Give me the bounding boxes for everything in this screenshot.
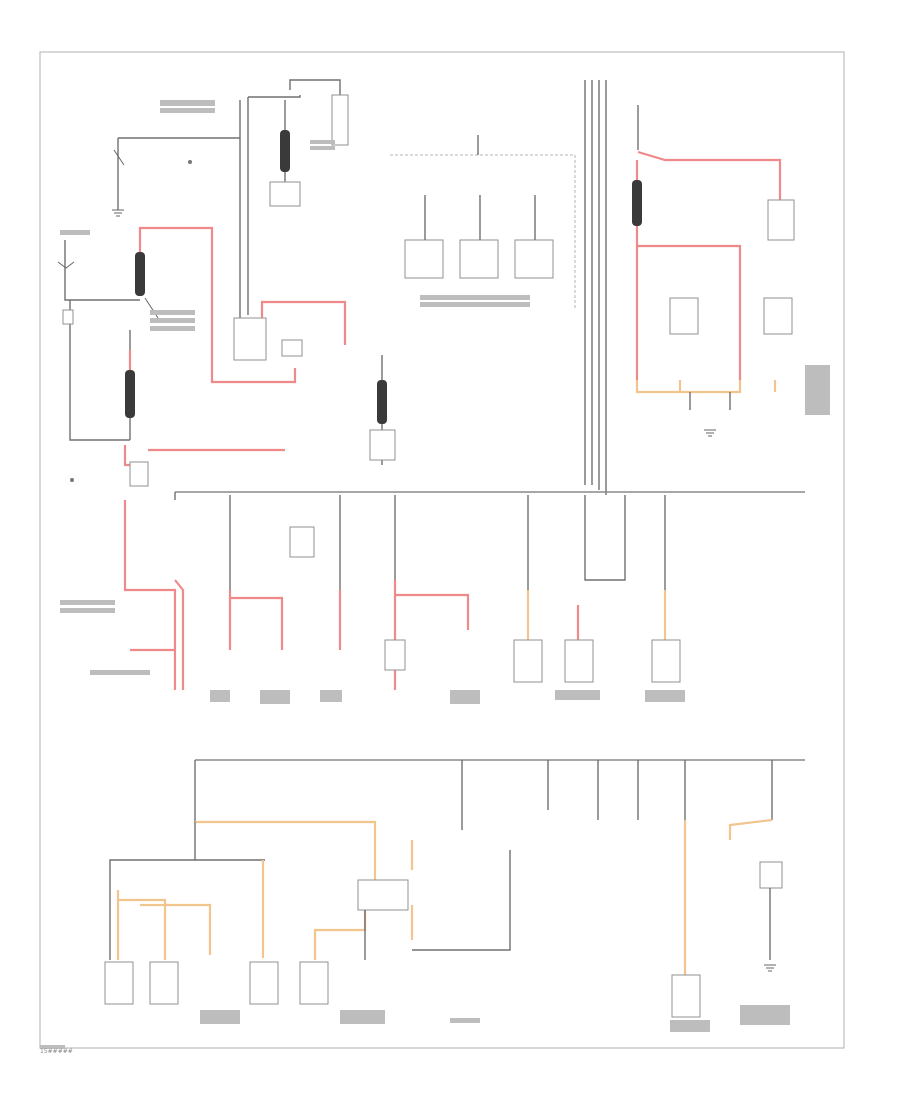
component-box [651,639,681,683]
wire [64,240,140,301]
orange-wire [728,818,773,840]
label-marks [40,100,830,1049]
fuse-holder [62,309,74,325]
relay-box-1 [404,239,444,279]
relay-box [669,297,699,335]
ground-symbol [764,964,776,972]
module-box [384,639,406,671]
fusible-link [125,370,135,418]
orange-wire [635,380,742,394]
wire [412,850,511,951]
wire [109,822,196,960]
relay-box-2 [459,239,499,279]
left-fuse-block [57,226,297,482]
component-box [149,961,179,1005]
orange-wire [195,820,377,890]
fuse-box [281,339,303,357]
red-wire [174,579,185,690]
lower-branches [104,760,783,1018]
underhood-fuse-section [390,135,576,310]
battery-starter-section [112,79,349,320]
ground-symbol [704,429,716,437]
fusible-link [135,252,145,296]
diode-symbol [57,261,75,269]
component-box [289,526,315,558]
middle-branches [123,445,681,690]
red-wire [637,244,742,380]
splice-dot [70,478,74,482]
top-right-section [632,105,795,437]
relay-component [369,429,396,461]
dashed-enclosure [390,154,576,310]
red-wire [393,580,470,690]
ground-symbol [112,209,124,217]
component-box [671,974,701,1018]
switch-contact [113,149,125,166]
relay-box-3 [514,239,554,279]
component-box [767,199,795,241]
wire [248,95,301,98]
component-box [104,961,134,1005]
fusible-link [377,380,387,424]
wire [69,300,130,441]
component-box [513,639,543,683]
red-wire [138,226,297,384]
battery [331,94,349,146]
red-wire [260,300,347,345]
orange-wire [116,890,212,960]
fusible-link [280,130,290,172]
wire [547,760,639,820]
fusible-link [632,180,642,226]
starter-relay-section [233,300,396,465]
ignition-switch [129,461,149,487]
component-box [299,961,329,1005]
splice-dot [188,160,192,164]
red-wire [228,590,284,650]
wire [689,392,731,410]
relay-box [763,297,793,335]
red-wire [123,500,177,690]
starter-relay [233,317,267,361]
wire [584,495,626,581]
red-wire [637,150,782,200]
diagram-frame [39,51,845,1049]
relay-box [357,879,409,911]
switch-box [759,861,783,889]
wire [424,195,536,240]
orange-wire [678,380,777,392]
component-box [564,639,594,683]
generator-component [269,181,301,207]
component-box [249,961,279,1005]
main-feed-lines [584,80,607,495]
page-code: 15##### [40,1048,73,1055]
